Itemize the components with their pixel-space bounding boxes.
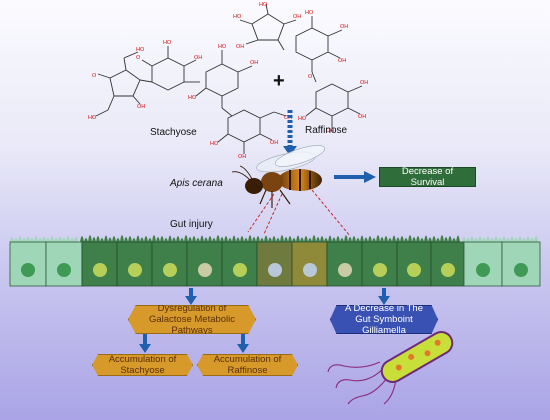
svg-text:HO: HO bbox=[163, 40, 172, 46]
plus-sign: + bbox=[273, 70, 285, 92]
stachyose-structure bbox=[95, 46, 287, 154]
svg-text:O: O bbox=[92, 73, 97, 79]
stachyose-accum-arrow bbox=[139, 344, 151, 353]
svg-text:O: O bbox=[136, 55, 141, 61]
svg-text:HO: HO bbox=[233, 14, 242, 20]
decrease-survival-box: Decrease of Survival bbox=[379, 166, 476, 188]
svg-text:OH: OH bbox=[236, 44, 244, 50]
bee-illustration bbox=[231, 145, 326, 208]
svg-text:OH: OH bbox=[358, 114, 366, 120]
svg-text:HO: HO bbox=[188, 95, 197, 101]
svg-text:HO: HO bbox=[298, 116, 307, 122]
svg-text:HO: HO bbox=[136, 47, 145, 53]
svg-text:HO: HO bbox=[305, 10, 314, 16]
gilliamella-decrease-box: A Decrease in The Gut Symboint Gilliamel… bbox=[330, 305, 438, 334]
svg-text:OH: OH bbox=[270, 140, 278, 146]
svg-text:O: O bbox=[308, 74, 313, 80]
svg-text:OH: OH bbox=[338, 58, 346, 64]
apis-cerana-label: Apis cerana bbox=[170, 178, 223, 189]
svg-text:HO: HO bbox=[218, 44, 227, 50]
svg-text:OH: OH bbox=[137, 104, 145, 110]
svg-text:HO: HO bbox=[210, 141, 219, 147]
galactose-arrow bbox=[185, 296, 197, 305]
gut-epithelium bbox=[9, 235, 541, 287]
stachyose-atom-labels: HO HO OH O HO OH O HO OH HO OH HO OH OH bbox=[88, 40, 292, 160]
svg-text:HO: HO bbox=[259, 2, 268, 8]
svg-text:OH: OH bbox=[194, 55, 202, 61]
galactose-dysregulation-box: Dysregulation of Galactose Metabolic Pat… bbox=[128, 305, 256, 334]
gut-injury-label: Gut injury bbox=[170, 219, 213, 230]
svg-text:OH: OH bbox=[250, 60, 258, 66]
svg-text:OH: OH bbox=[238, 154, 246, 160]
raffinose-label: Raffinose bbox=[305, 125, 348, 136]
svg-text:OH: OH bbox=[326, 128, 334, 134]
svg-text:OH: OH bbox=[293, 14, 301, 20]
gilliamella-bacterium bbox=[327, 331, 454, 405]
svg-text:HO: HO bbox=[88, 115, 97, 121]
svg-text:OH: OH bbox=[340, 24, 348, 30]
raffinose-structure bbox=[239, 3, 363, 128]
injury-lines bbox=[247, 189, 351, 237]
survival-arrow bbox=[364, 171, 376, 183]
raffinose-accumulation-box: Accumulation of Raffinose bbox=[197, 354, 298, 376]
raffinose-atom-labels: HO OH HO OH HO OH OH OH HO OH OH O bbox=[233, 2, 368, 134]
raffinose-accum-arrow bbox=[237, 344, 249, 353]
gilliamella-arrow bbox=[378, 296, 390, 305]
cell-nuclei bbox=[21, 263, 528, 277]
stachyose-accumulation-box: Accumulation of Stachyose bbox=[92, 354, 193, 376]
stachyose-label: Stachyose bbox=[150, 127, 197, 138]
svg-text:OH: OH bbox=[360, 80, 368, 86]
